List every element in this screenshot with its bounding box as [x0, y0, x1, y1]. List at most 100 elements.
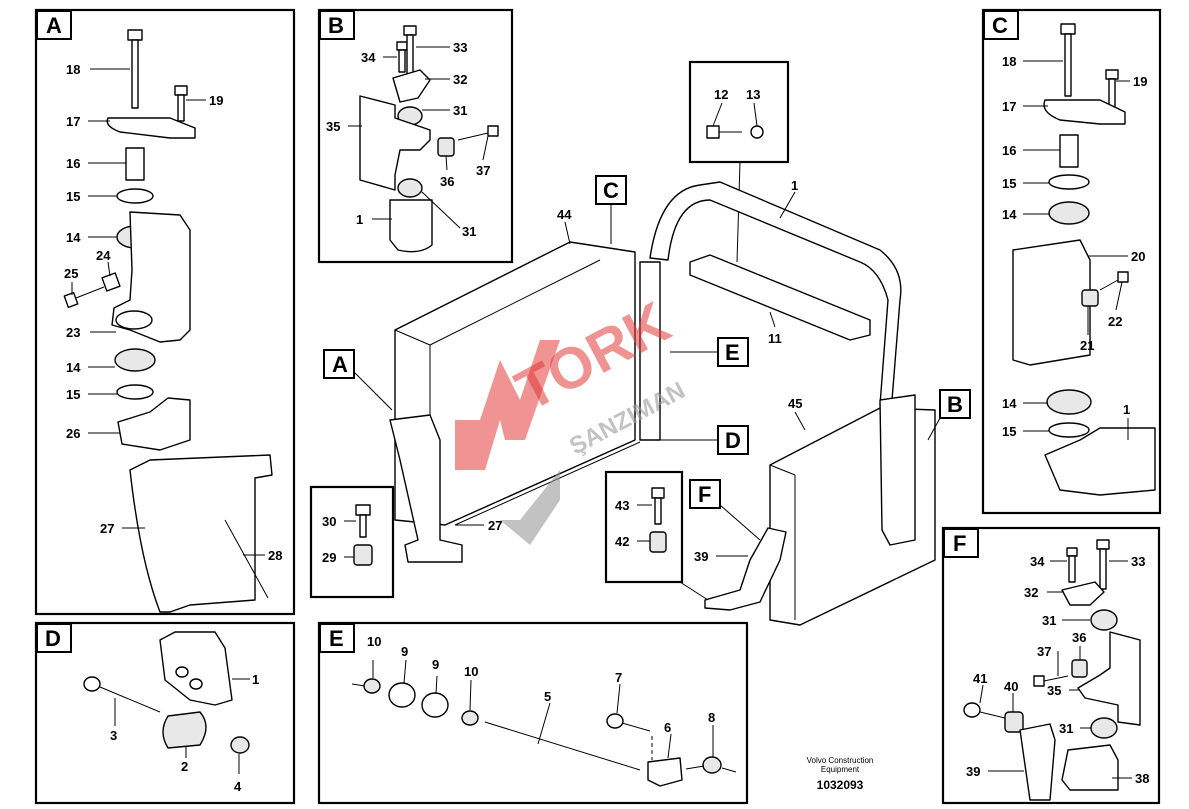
stand-27-shape: [389, 414, 463, 563]
panel-e-frame: [317, 621, 749, 805]
spacer-21-shape: [1081, 289, 1099, 307]
bushing-40-shape: [1004, 711, 1024, 733]
mount-31b-shape: [397, 178, 423, 198]
label-a-19: 19: [209, 93, 223, 108]
panel-f-tag-box: [943, 528, 979, 558]
footer-line-2: Equipment: [821, 765, 860, 774]
watermark-mark-grey: [500, 470, 560, 545]
bracket-23-shape: [111, 211, 191, 343]
label-f-33: 33: [1131, 554, 1145, 569]
bracket-32-shape: [392, 69, 431, 103]
bolt-37-shape: [457, 125, 499, 141]
bolt-22-shape: [1099, 271, 1129, 291]
crossbar-11-shape: [689, 254, 871, 341]
inset-12-13-frame: [688, 60, 790, 164]
label-b-31-top: 31: [453, 103, 467, 118]
label-center-27: 27: [488, 518, 502, 533]
label-c-22: 22: [1108, 314, 1122, 329]
label-f-37: 37: [1037, 644, 1051, 659]
label-e-10-right: 10: [464, 664, 478, 679]
mount-14b-shape: [114, 348, 156, 372]
label-f-41: 41: [973, 671, 987, 686]
label-c-1: 1: [1123, 402, 1130, 417]
inset-29-30-frame: [309, 485, 395, 599]
label-c-16: 16: [1002, 143, 1016, 158]
spacer-24-shape: [101, 272, 121, 292]
panel-f-tag: F: [953, 531, 966, 556]
callout-a: A: [332, 352, 348, 377]
label-a-17: 17: [66, 114, 80, 129]
label-f-35: 35: [1047, 683, 1061, 698]
label-e-9-left: 9: [401, 644, 408, 659]
washer-10b-shape: [461, 710, 479, 726]
bushing-9a-shape: [388, 682, 416, 708]
label-e-8: 8: [708, 710, 715, 725]
label-c-15-top: 15: [1002, 176, 1016, 191]
label-a-14-bottom: 14: [66, 360, 81, 375]
label-c-14-bottom: 14: [1002, 396, 1017, 411]
footer-doc-number: 1032093: [817, 778, 864, 792]
label-c-17: 17: [1002, 99, 1016, 114]
mount-31a-f-shape: [1090, 609, 1118, 631]
panel-b-tag-box: [319, 10, 355, 40]
label-c-19: 19: [1133, 74, 1147, 89]
label-f-38: 38: [1135, 771, 1149, 786]
panel-d: D 1 3 2 4: [34, 621, 296, 805]
bracket-32-f-shape: [1061, 581, 1105, 606]
label-a-18: 18: [66, 62, 80, 77]
callout-b-box: [939, 389, 971, 419]
label-e-10-left: 10: [367, 634, 381, 649]
label-center-43: 43: [615, 498, 629, 513]
label-b-37: 37: [476, 163, 490, 178]
bushing-2-shape: [162, 711, 207, 749]
frame-1-leg-shape: [879, 394, 916, 546]
bracket-38-shape: [1061, 744, 1119, 791]
spacer-16-shape: [125, 147, 145, 181]
panel-c-tag: C: [992, 13, 1008, 38]
spacer-42-shape: [649, 531, 667, 553]
bolt-18-shape: [127, 29, 143, 109]
panel-e-tag-box: [319, 623, 355, 653]
label-b-36: 36: [440, 174, 454, 189]
washer-15a-shape: [116, 188, 154, 204]
bracket-35-shape: [359, 95, 431, 191]
label-b-35: 35: [326, 119, 340, 134]
bolt-25-shape: [63, 286, 105, 309]
panel-a-tag: A: [46, 13, 62, 38]
spacer-16-c-shape: [1059, 134, 1079, 168]
label-d-4: 4: [234, 779, 242, 794]
bolt-18-c-shape: [1060, 23, 1076, 97]
washer-10a-shape: [363, 678, 381, 694]
mount-14a-c-shape: [1048, 201, 1090, 225]
spacer-29-shape: [353, 544, 373, 566]
spacer-36-shape: [437, 137, 455, 157]
label-center-44: 44: [557, 207, 572, 222]
label-a-23: 23: [66, 325, 80, 340]
bushing-9b-shape: [421, 692, 449, 718]
watermark-mark-red: [455, 340, 560, 470]
bracket-1-shape: [389, 199, 433, 253]
label-a-16: 16: [66, 156, 80, 171]
label-f-39: 39: [966, 764, 980, 779]
bolt-34-f-shape: [1066, 547, 1078, 583]
bolt-37-f-shape: [1033, 675, 1069, 687]
nut-8-shape: [702, 756, 722, 774]
label-center-29: 29: [322, 550, 336, 565]
label-e-5: 5: [544, 689, 551, 704]
panel-f: F 34 33 32 31 37 36 41 40 35 31 39: [941, 526, 1161, 805]
panel-b-tag: B: [328, 13, 344, 38]
mount-31b-f-shape: [1090, 717, 1118, 739]
label-f-34: 34: [1030, 554, 1045, 569]
label-c-14-top: 14: [1002, 207, 1017, 222]
label-c-15-bottom: 15: [1002, 424, 1016, 439]
bolt-3-shape: [83, 676, 161, 713]
callout-f-box: [689, 479, 721, 509]
panel-c: C 18 19 17 16 15 14 20 22 21 14 15: [981, 8, 1162, 515]
washer-15b-shape: [116, 384, 154, 400]
bolt-12-shape: [706, 125, 742, 139]
label-f-31-bottom: 31: [1059, 721, 1073, 736]
bracket-20-shape: [1012, 239, 1091, 366]
label-center-11: 11: [768, 331, 782, 346]
label-a-27: 27: [100, 521, 114, 536]
